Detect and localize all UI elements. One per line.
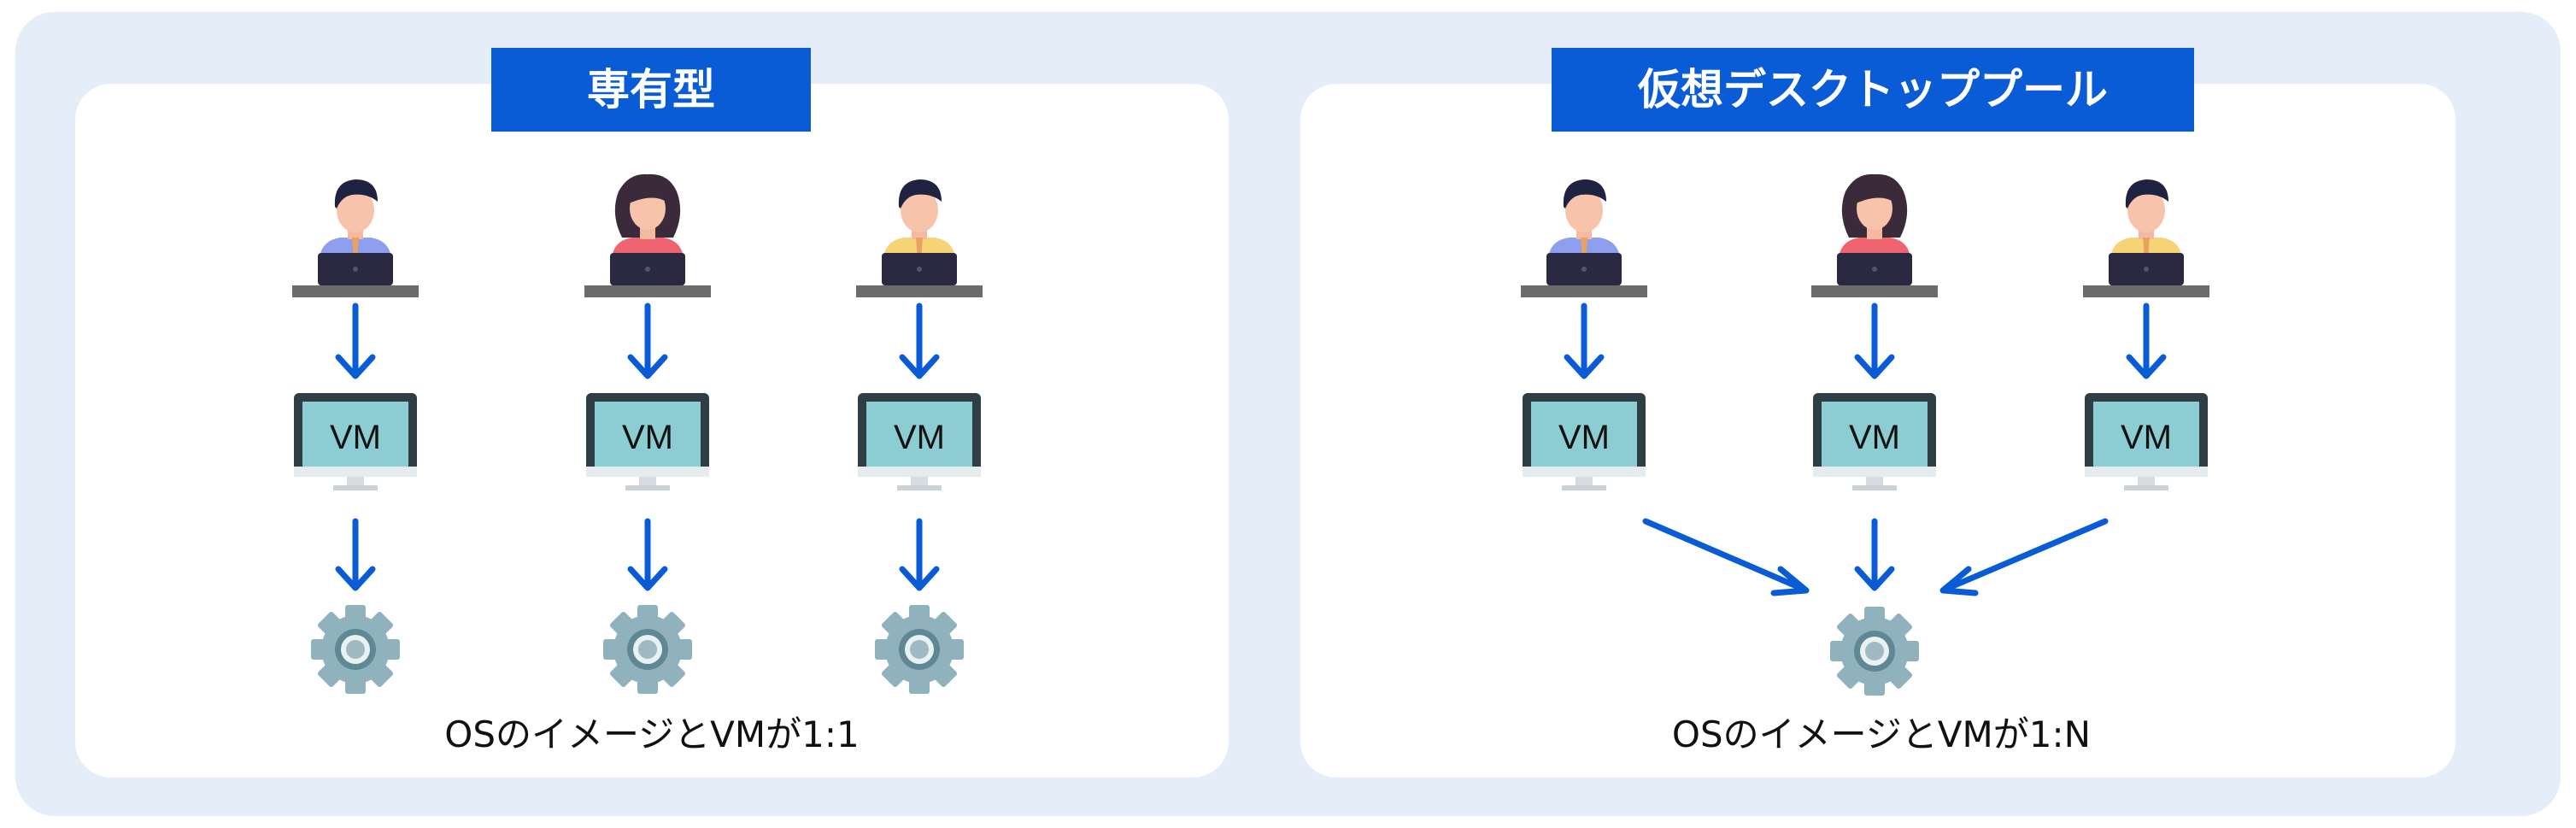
arrow-user-vm-3-left (899, 302, 940, 379)
user-2-left (584, 173, 711, 297)
dedicated-title: 専有型 (491, 48, 811, 132)
arrow-user-vm-2-right (1854, 302, 1895, 379)
user-1-right (1521, 179, 1647, 297)
user-2-right (1811, 173, 1938, 297)
arrow-vm-os-1-left (335, 518, 376, 591)
user-3-left (856, 179, 983, 297)
vm-label: VM (1849, 419, 1900, 456)
arrow-vm-os-1-right (1642, 518, 1810, 596)
vm-label: VM (894, 419, 945, 456)
vm-label: VM (1558, 419, 1610, 456)
arrow-user-vm-2-left (627, 302, 668, 379)
pool-caption: OSのイメージとVMが1:N (1671, 713, 2092, 755)
vm-label: VM (2121, 419, 2172, 456)
os-image-gear-icon (1811, 588, 1938, 714)
arrow-vm-os-3-right (1939, 518, 2109, 596)
arrow-user-vm-1-right (1564, 302, 1605, 379)
dedicated-caption: OSのイメージとVMが1:1 (444, 713, 860, 755)
arrow-vm-os-2-right (1854, 518, 1895, 591)
pool-title: 仮想デスクトッププール (1552, 48, 2194, 132)
user-3-right (2083, 179, 2209, 297)
os-image-gear-icon (292, 586, 419, 713)
os-image-gear-icon (856, 586, 983, 713)
arrow-vm-os-3-left (899, 518, 940, 591)
vm-label: VM (330, 419, 381, 456)
arrow-vm-os-2-left (627, 518, 668, 591)
vm-label: VM (622, 419, 673, 456)
os-image-gear-icon (584, 586, 711, 713)
arrow-user-vm-1-left (335, 302, 376, 379)
user-1-left (292, 179, 419, 297)
arrow-user-vm-3-right (2126, 302, 2167, 379)
